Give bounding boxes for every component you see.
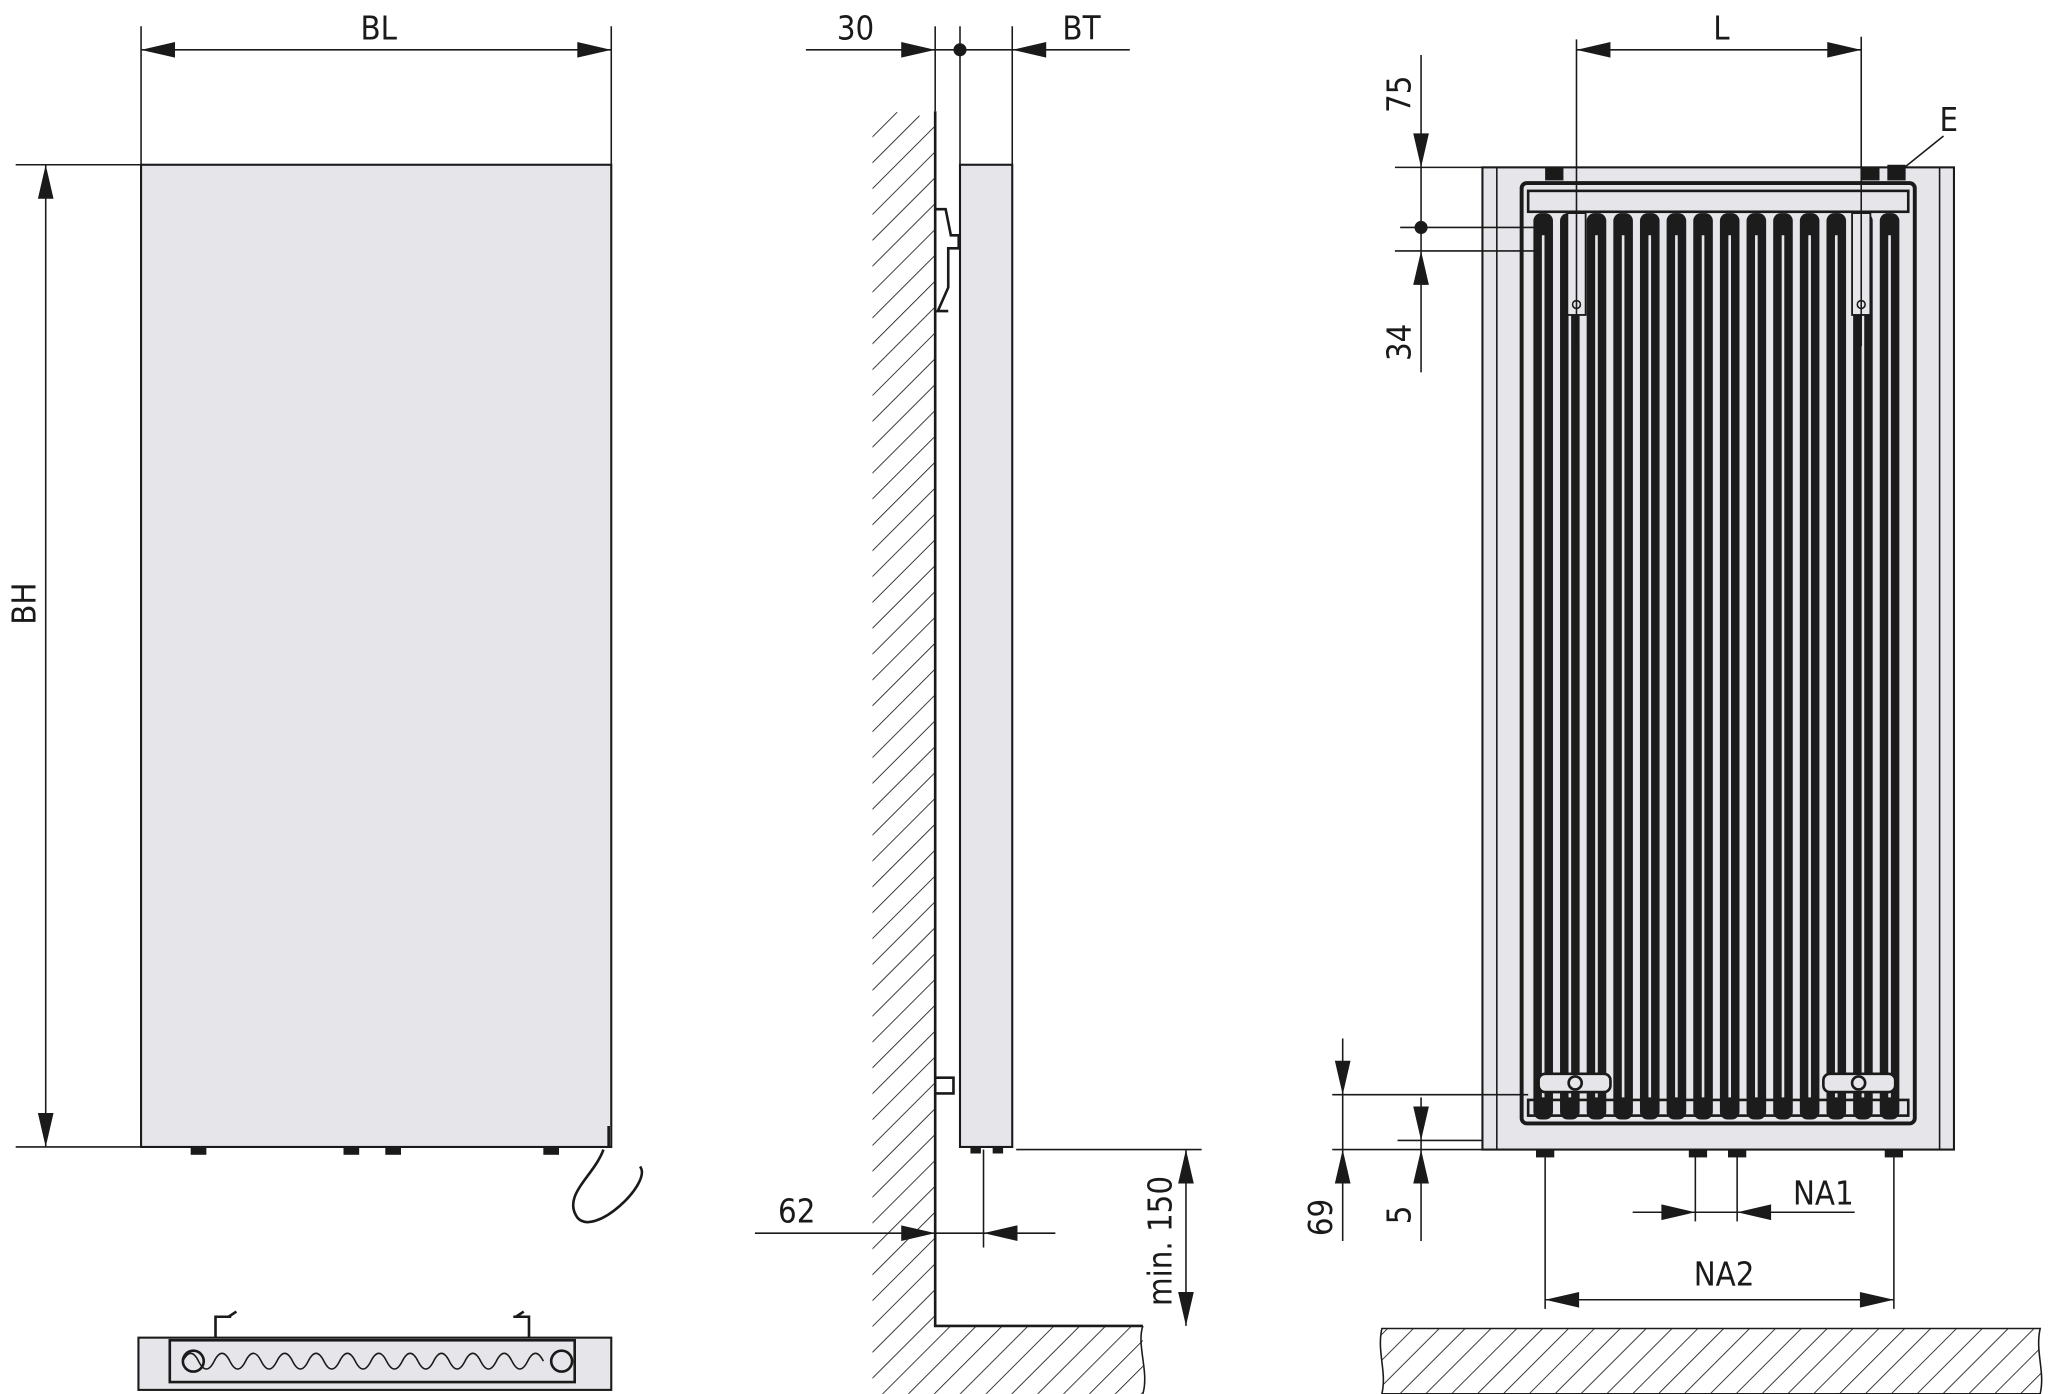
dimension-na1: NA1 <box>1793 1174 1854 1212</box>
side-panel <box>958 163 1014 1149</box>
label-e-vent: E <box>1939 101 1958 139</box>
wall-bracket <box>935 207 960 313</box>
wall-hatch <box>872 111 1143 1394</box>
dimension-min-150: min. 150 <box>1142 1176 1180 1306</box>
connection-feet <box>1536 164 1906 1158</box>
side-view: 30 BT 62 min. 150 <box>754 9 1202 1394</box>
front-feet <box>190 1146 560 1155</box>
wall-line <box>933 111 1143 1328</box>
dimension-bh: BH <box>5 582 43 624</box>
floor-hatch <box>1379 1327 2043 1394</box>
dimension-69: 69 <box>1302 1199 1340 1236</box>
dimension-34: 34 <box>1381 324 1419 361</box>
dimension-bl: BL <box>361 9 398 47</box>
bottom-view <box>137 1310 613 1391</box>
dimension-5: 5 <box>1381 1206 1419 1225</box>
front-view: BL BH <box>5 9 644 1224</box>
power-cable <box>571 1126 644 1224</box>
dimension-bt: BT <box>1062 9 1101 47</box>
front-panel <box>140 163 613 1149</box>
dimension-62: 62 <box>778 1193 815 1231</box>
heating-tubes <box>1533 213 1900 1120</box>
dimension-30: 30 <box>837 9 874 47</box>
rear-view: L E 75 34 69 5 NA1 NA2 <box>1302 9 2043 1394</box>
dimension-75: 75 <box>1381 76 1419 113</box>
dimension-na2: NA2 <box>1694 1255 1755 1293</box>
dimension-l: L <box>1713 9 1730 47</box>
